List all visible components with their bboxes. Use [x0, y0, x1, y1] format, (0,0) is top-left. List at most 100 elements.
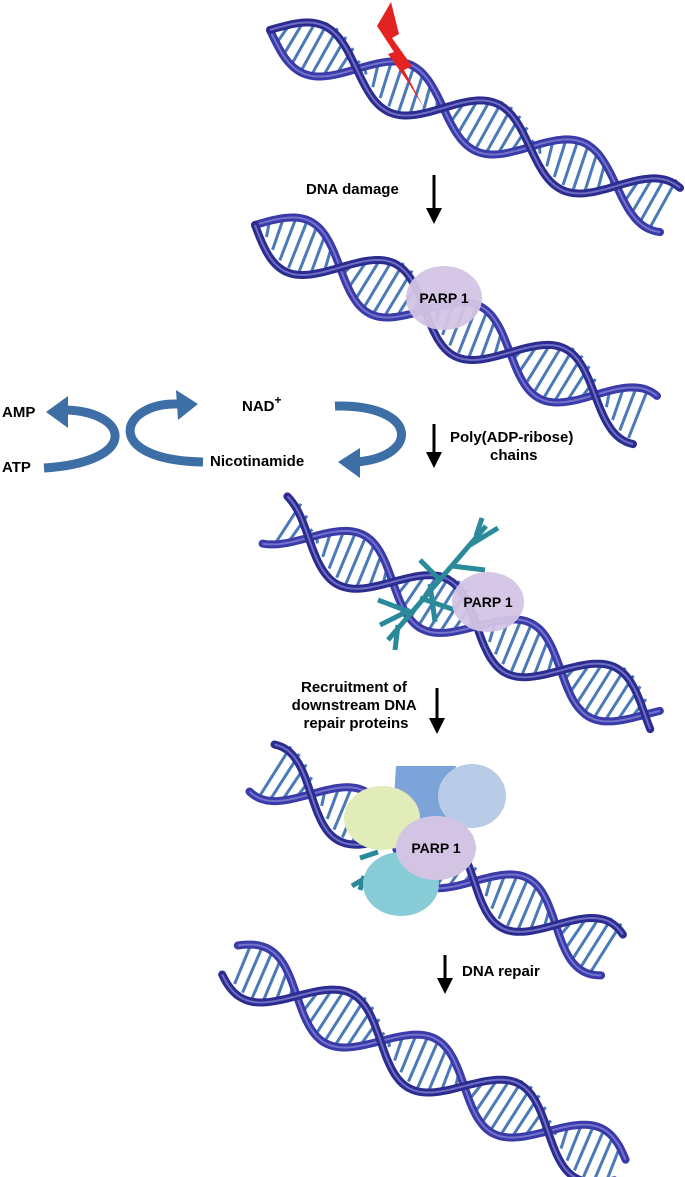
- base-pair: [416, 1039, 440, 1089]
- base-pair: [497, 874, 519, 920]
- base-pair: [479, 319, 497, 359]
- base-pair: [355, 543, 376, 588]
- down-arrow-icon: [426, 424, 442, 468]
- base-pair: [611, 387, 625, 421]
- base-pair: [473, 100, 504, 152]
- dna-backbone-highlight: [254, 224, 634, 446]
- nicotinamide-label: Nicotinamide: [210, 453, 304, 470]
- base-pair: [297, 225, 319, 273]
- base-pair: [488, 1079, 524, 1133]
- dna-helix-parp-bound: [251, 213, 661, 449]
- nad-label: NAD+: [242, 393, 282, 415]
- base-pair: [353, 257, 383, 301]
- base-pair: [592, 666, 627, 720]
- base-pair: [618, 386, 638, 432]
- base-pair: [325, 787, 341, 820]
- base-pair: [427, 1047, 449, 1091]
- dna-backbone-strand: [266, 26, 664, 237]
- base-pair: [322, 990, 358, 1044]
- base-pair: [630, 176, 655, 215]
- dna-repair-label: DNA repair: [462, 963, 540, 980]
- base-pair: [262, 959, 282, 1001]
- base-pair: [594, 1136, 615, 1177]
- down-arrow-icon: [429, 688, 445, 734]
- base-pair: [541, 347, 575, 401]
- base-pair: [440, 1058, 455, 1091]
- repair-protein-complex: PARP 1: [344, 764, 506, 916]
- cycle-arrow-nad-to-nicotinamide: [334, 401, 406, 467]
- arrowhead-icon: [176, 390, 198, 420]
- par-chains-label: Poly(ADP-ribose) chains: [450, 429, 578, 464]
- cycle-arrow-to-nad: [125, 399, 204, 467]
- base-pair: [467, 310, 489, 358]
- base-pair: [299, 22, 329, 73]
- dna-helix-repaired: [218, 940, 630, 1177]
- base-pair: [371, 262, 405, 316]
- base-pair: [565, 1124, 583, 1162]
- base-pair: [588, 922, 623, 975]
- base-pair: [571, 144, 590, 191]
- amp-label: AMP: [2, 404, 35, 421]
- base-pair: [332, 786, 353, 831]
- base-pair: [344, 535, 368, 585]
- base-pair: [399, 1034, 418, 1073]
- base-pair: [570, 915, 602, 962]
- base-pair: [582, 1129, 606, 1177]
- poly-adp-ribose-chains: [377, 517, 500, 651]
- base-pair: [327, 530, 346, 570]
- parp1-label: PARP 1: [463, 594, 512, 610]
- dna-backbone-highlight: [269, 21, 681, 195]
- base-pair: [578, 917, 613, 970]
- parp1-label: PARP 1: [419, 290, 468, 306]
- base-pair: [532, 639, 550, 676]
- base-pair: [523, 342, 553, 386]
- base-pair: [397, 65, 416, 113]
- base-pair: [307, 987, 335, 1026]
- parp1-protein: PARP 1: [406, 266, 482, 330]
- base-pair: [257, 745, 293, 799]
- parp1-protein: [396, 816, 476, 880]
- base-pair: [506, 877, 530, 927]
- dna-backbone-highlight: [221, 974, 577, 1177]
- base-pair: [510, 622, 534, 672]
- base-pair: [456, 98, 480, 136]
- dna-backbone-strand: [218, 970, 617, 1177]
- base-pair: [378, 61, 393, 99]
- base-pair: [287, 219, 309, 269]
- base-pair: [250, 950, 274, 999]
- base-pair: [361, 258, 395, 310]
- arrowhead-icon: [338, 448, 360, 478]
- base-pair: [407, 1035, 430, 1083]
- base-pair: [552, 138, 568, 178]
- dna-backbone-strand: [266, 18, 684, 198]
- base-pair: [529, 894, 546, 931]
- cycle-arrow-atp-to-amp: [43, 405, 120, 473]
- base-pair: [582, 662, 617, 715]
- atp-label: ATP: [2, 459, 31, 476]
- down-arrow-icon: [437, 955, 453, 994]
- base-pair: [335, 531, 358, 579]
- down-arrow-icon: [426, 175, 442, 224]
- base-pair: [408, 73, 425, 114]
- base-pair: [368, 553, 383, 587]
- base-pair: [627, 389, 649, 439]
- base-pair: [561, 140, 580, 186]
- dna-damage-label: DNA damage: [306, 181, 399, 198]
- base-pair: [583, 152, 599, 192]
- base-pair: [309, 234, 327, 274]
- dna-backbone-highlight: [269, 29, 661, 234]
- base-pair: [490, 874, 507, 910]
- base-pair: [314, 987, 347, 1036]
- base-pair: [516, 884, 539, 930]
- base-pair: [271, 217, 285, 251]
- lightning-bolt-icon: [377, 2, 424, 108]
- base-pair: [464, 97, 493, 145]
- base-pair: [531, 343, 565, 395]
- repair-protein-light-blue: [438, 764, 506, 828]
- nad-cycle: NAD+ Nicotinamide AMP ATP: [2, 390, 406, 478]
- base-pair: [573, 1125, 595, 1171]
- dna-backbone-highlight: [262, 529, 661, 723]
- base-pair: [647, 178, 678, 230]
- dna-helix-damaged: [266, 18, 684, 237]
